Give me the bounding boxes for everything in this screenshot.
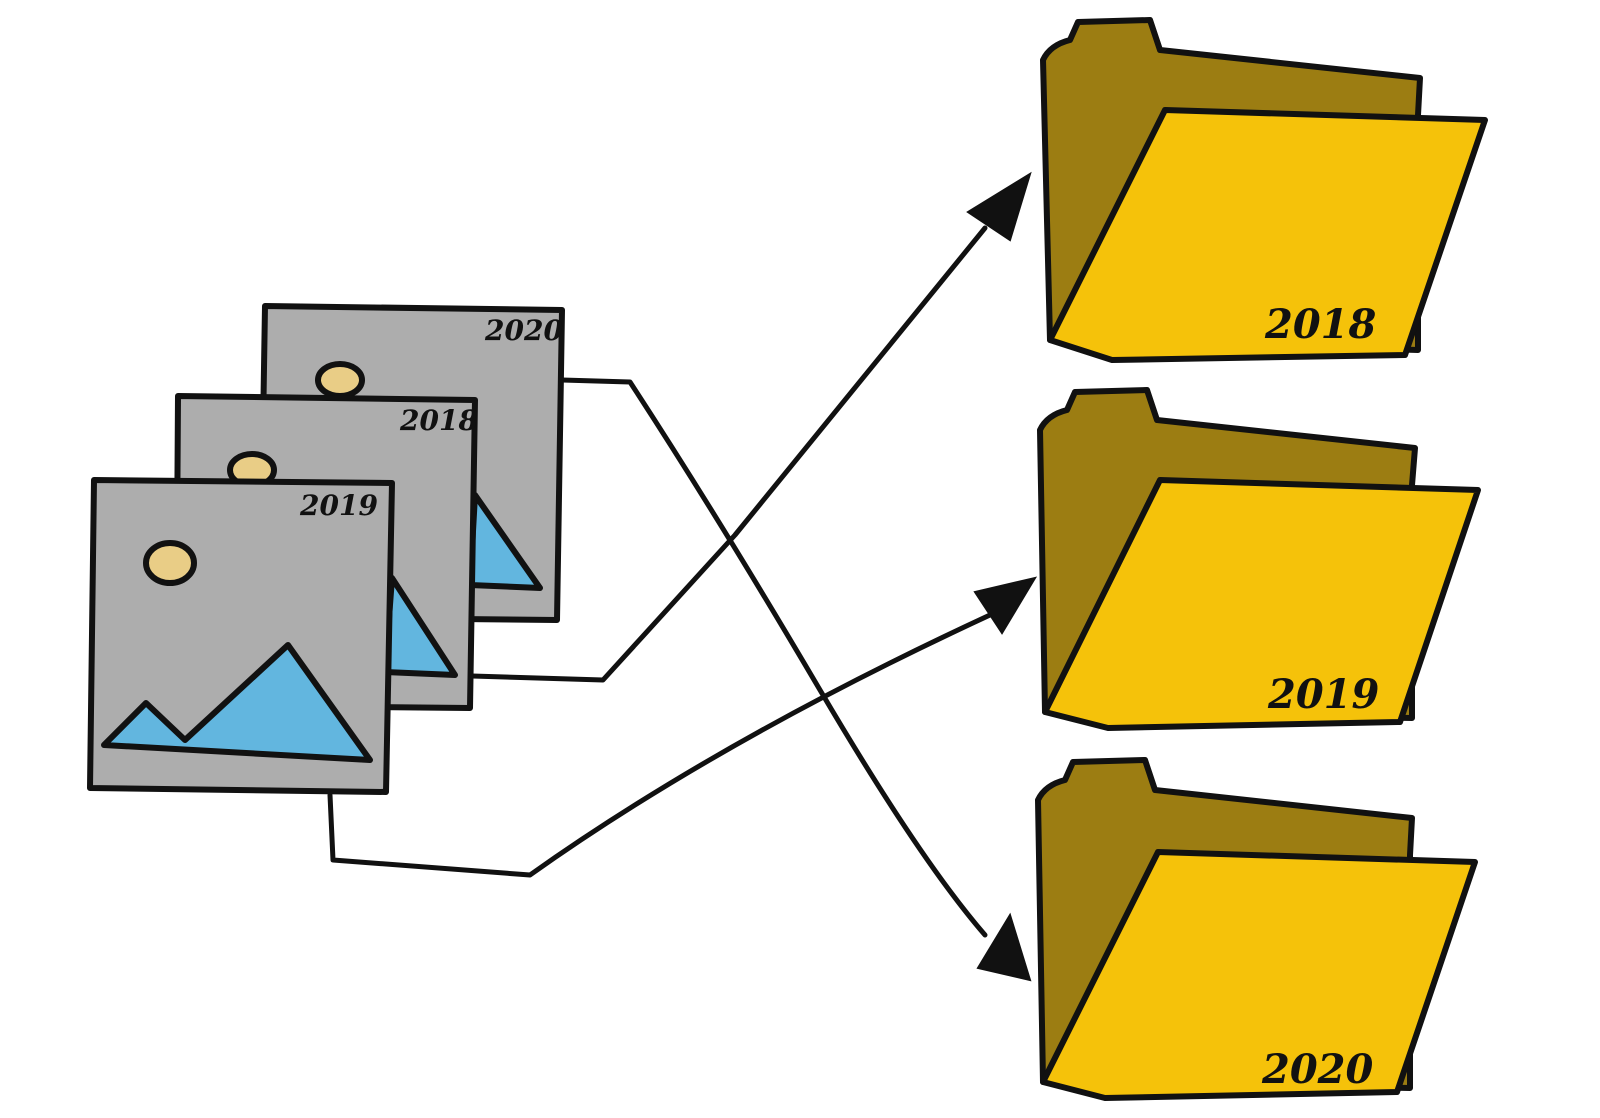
arrowhead-2020 bbox=[976, 912, 1032, 982]
folder-icon: 2018 bbox=[1040, 17, 1488, 363]
photo-label-2018: 2018 bbox=[399, 404, 478, 437]
connectors bbox=[327, 171, 1038, 982]
arrowhead-2019 bbox=[973, 576, 1038, 635]
folder-label-2020: 2020 bbox=[1261, 1046, 1373, 1093]
folder-icon: 2019 bbox=[1037, 387, 1481, 731]
connector-2019 bbox=[327, 612, 993, 878]
photo-label-2020: 2020 bbox=[484, 314, 563, 347]
arrowhead-2018 bbox=[966, 171, 1032, 242]
image-file-icon: 2019 bbox=[87, 477, 395, 795]
photo-stack: 2020 2018 2019 bbox=[87, 303, 565, 795]
folder-label-2018: 2018 bbox=[1264, 301, 1376, 348]
connector-2020 bbox=[559, 377, 988, 938]
folder-icon: 2020 bbox=[1035, 757, 1478, 1101]
connector-2018 bbox=[469, 225, 988, 683]
folder-list: 2018 2019 2020 bbox=[1035, 17, 1488, 1101]
photo-label-2019: 2019 bbox=[299, 489, 378, 522]
folder-label-2019: 2019 bbox=[1267, 671, 1379, 718]
